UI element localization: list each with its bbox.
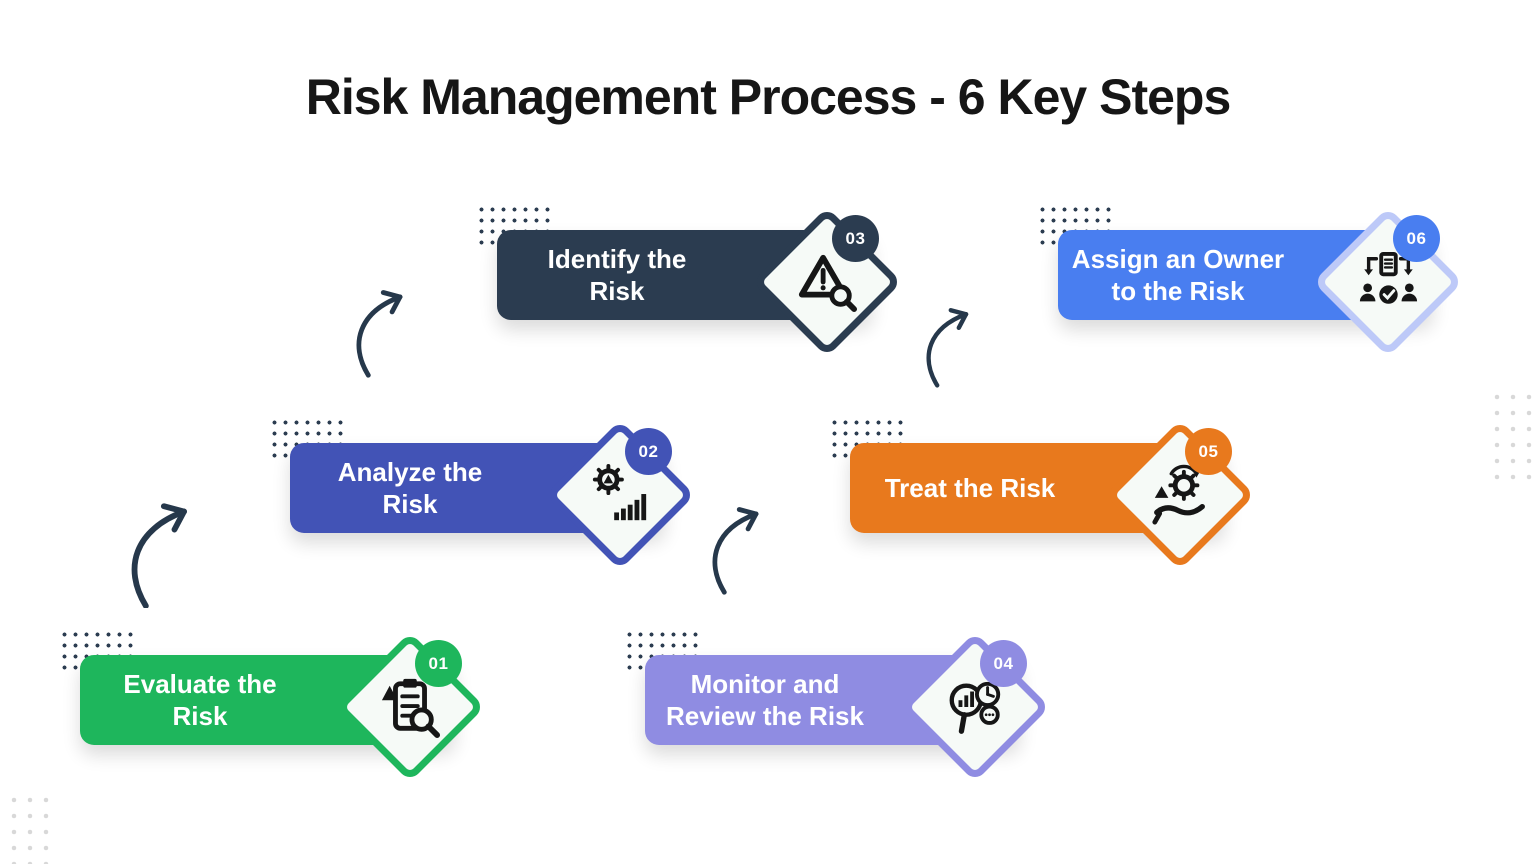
step-label-line2: to the Risk: [1111, 276, 1245, 306]
step-label: Monitor and Review the Risk: [645, 655, 1020, 745]
step-label: Identify the Risk: [497, 230, 872, 320]
step-number-badge: 04: [980, 640, 1027, 687]
step-label: Analyze the Risk: [290, 443, 665, 533]
step-monitor-and-review-the-risk: Monitor and Review the Risk: [623, 628, 1105, 782]
hand-gear-sync-icon: [1152, 464, 1205, 525]
step-identify-the-risk: Identify the Risk 03: [475, 203, 957, 357]
step-label-line1: Treat the Risk: [884, 472, 1056, 503]
step-icon-diamond: [545, 420, 695, 570]
step-analyze-the-risk: Analyze the Risk: [268, 416, 750, 570]
step-label: Evaluate the Risk: [80, 655, 455, 745]
step-icon-diamond: [1313, 207, 1463, 357]
clipboard-search-icon: [381, 678, 441, 738]
warning-magnifier-icon: [798, 254, 858, 313]
step-number-badge: 02: [625, 428, 672, 475]
step-icon-diamond: [1105, 420, 1255, 570]
step-treat-the-risk: Treat the Risk: [828, 416, 1310, 570]
step-label-line1: Identify the: [547, 243, 687, 274]
page-title: Risk Management Process - 6 Key Steps: [305, 69, 1232, 125]
dot-grid-decoration: [1489, 389, 1536, 484]
step-label-line2: Risk: [172, 701, 228, 731]
dot-grid-decoration: [6, 792, 55, 864]
step-label: Assign an Owner to the Risk: [1058, 230, 1433, 320]
step-label-line1: Evaluate the: [123, 668, 277, 699]
step-evaluate-the-risk: Evaluate the Risk 01: [58, 628, 540, 782]
step-icon-diamond: [752, 207, 902, 357]
curved-arrow-icon: [356, 290, 403, 378]
step-label-line2: Review the Risk: [666, 701, 864, 731]
step-label: Treat the Risk: [850, 443, 1225, 533]
step-icon-diamond: [900, 632, 1050, 782]
curved-arrow-icon: [926, 308, 969, 388]
magnifier-clock-icon: [949, 681, 1001, 734]
curved-arrow-icon: [712, 507, 759, 595]
step-label-line2: Risk: [382, 489, 438, 519]
step-label-line2: Risk: [589, 276, 645, 306]
step-icon-diamond: [335, 632, 485, 782]
step-number-badge: 05: [1185, 428, 1232, 475]
step-label-line1: Assign an Owner: [1071, 243, 1285, 274]
curved-arrow-icon: [131, 503, 187, 608]
step-label-line1: Analyze the: [337, 456, 483, 487]
step-number-badge: 03: [832, 215, 879, 262]
step-label-line1: Monitor and: [690, 668, 840, 699]
assign-owner-icon: [1359, 251, 1418, 304]
step-assign-an-owner-to-the-risk: Assign an Owner to the Risk: [1036, 203, 1518, 357]
step-number-badge: 06: [1393, 215, 1440, 262]
gear-alert-chart-icon: [592, 464, 647, 521]
step-number-badge: 01: [415, 640, 462, 687]
